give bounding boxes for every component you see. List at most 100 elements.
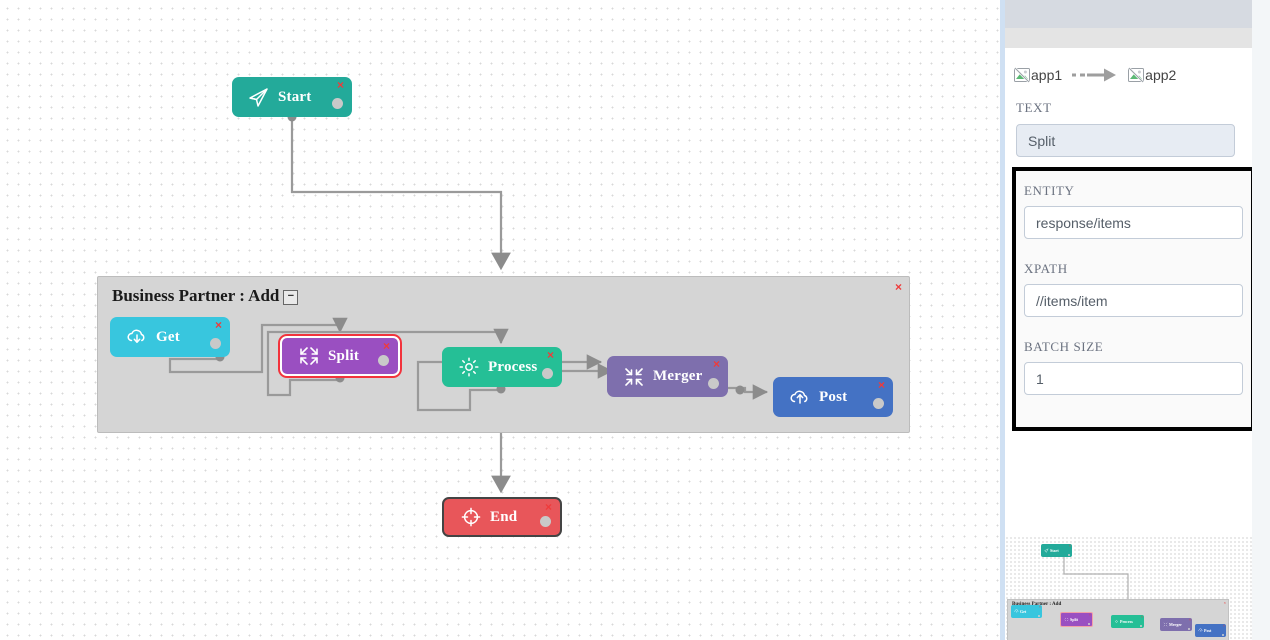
minimap-node-post: Post × [1195, 624, 1226, 637]
minimap-split-label: Split [1070, 617, 1079, 622]
xpath-field-group: XPATH //items/item [1024, 261, 1243, 317]
node-post-close-icon[interactable]: × [877, 378, 885, 392]
minimap-process-close-icon: × [1140, 614, 1143, 619]
node-end[interactable]: End × [442, 497, 562, 537]
expand-arrows-icon [296, 343, 322, 369]
node-split-output-port[interactable] [378, 355, 389, 366]
properties-fields: ENTITY response/items XPATH //items/item… [1024, 183, 1243, 395]
node-process-close-icon[interactable]: × [546, 348, 554, 362]
broken-image-icon [1128, 67, 1145, 83]
minimap-split-icon [1064, 617, 1069, 622]
apps-connection-row: app1 [1014, 58, 1244, 92]
minimap-post-icon [1198, 628, 1203, 633]
minimap-merger-port [1188, 628, 1190, 630]
node-get-output-port[interactable] [210, 338, 221, 349]
batch-size-input[interactable]: 1 [1024, 362, 1243, 395]
text-field-group: TEXT Split [1016, 100, 1235, 157]
cloud-upload-icon [787, 384, 813, 410]
node-get-label: Get [156, 328, 180, 345]
entity-field-group: ENTITY response/items [1024, 183, 1243, 239]
minimap-process-port [1140, 625, 1142, 627]
node-merger-close-icon[interactable]: × [712, 357, 720, 371]
node-post-label: Post [819, 388, 848, 405]
window-scroll-gutter[interactable] [1252, 0, 1270, 640]
app1-alt-text: app1 [1031, 67, 1063, 83]
minimap-split-port [1088, 623, 1090, 625]
minimap-merger-close-icon: × [1188, 617, 1191, 622]
gear-icon [456, 354, 482, 380]
collapse-arrows-icon [621, 364, 647, 390]
minimap-node-get: Get × [1011, 605, 1042, 618]
minimap-post-close-icon: × [1222, 623, 1225, 628]
text-field-label: TEXT [1016, 100, 1052, 115]
node-start[interactable]: Start × [232, 77, 352, 117]
minimap-start-close-icon: × [1068, 543, 1071, 548]
node-end-label: End [490, 508, 518, 525]
group-collapse-button[interactable]: − [283, 290, 299, 305]
node-post[interactable]: Post × [773, 377, 893, 417]
node-split-label: Split [328, 347, 360, 364]
minimap-start-port [1068, 554, 1070, 556]
canvas-panel-divider [1000, 0, 1005, 640]
paper-plane-icon [246, 84, 272, 110]
node-process[interactable]: Process × [442, 347, 562, 387]
minimap-get-port [1038, 615, 1040, 617]
entity-field-label: ENTITY [1024, 183, 1075, 198]
group-title-text: Business Partner : Add [112, 286, 280, 305]
properties-panel: app1 [1005, 0, 1252, 640]
panel-header-bar-top [1005, 0, 1252, 28]
minimap-merger-icon [1163, 622, 1168, 627]
broken-image-icon [1014, 67, 1030, 83]
node-start-output-port[interactable] [332, 98, 343, 109]
group-close-icon[interactable]: × [894, 280, 902, 294]
minimap-post-port [1222, 634, 1224, 636]
minimap-post-label: Post [1204, 628, 1212, 633]
properties-highlight-box: ENTITY response/items XPATH //items/item… [1012, 167, 1252, 431]
minimap-canvas[interactable]: Business Partner : Add × Start × [1005, 536, 1252, 640]
xpath-input[interactable]: //items/item [1024, 284, 1243, 317]
batch-size-field-label: BATCH SIZE [1024, 339, 1104, 354]
minimap-split-close-icon: × [1088, 612, 1091, 617]
minimap-get-icon [1014, 609, 1019, 614]
cloud-download-icon [124, 324, 150, 350]
node-post-output-port[interactable] [873, 398, 884, 409]
panel-content: app1 [1005, 48, 1252, 640]
app2-alt-text: app2 [1145, 67, 1177, 83]
flow-canvas[interactable]: Business Partner : Add− × [0, 0, 1000, 640]
minimap-merger-label: Merger [1169, 622, 1182, 627]
minimap-process-label: Process [1120, 619, 1133, 624]
minimap-start-icon [1044, 548, 1049, 553]
app1-broken-image: app1 [1014, 67, 1062, 83]
batch-size-field-group: BATCH SIZE 1 [1024, 339, 1243, 395]
node-split[interactable]: Split × [280, 336, 400, 376]
minimap-node-start: Start × [1041, 544, 1072, 557]
node-split-close-icon[interactable]: × [382, 339, 390, 353]
node-process-output-port[interactable] [542, 368, 553, 379]
node-merger-output-port[interactable] [708, 378, 719, 389]
node-end-close-icon[interactable]: × [544, 500, 552, 514]
dashed-arrow-right-icon [1068, 65, 1122, 85]
node-end-output-port[interactable] [540, 516, 551, 527]
node-merger-label: Merger [653, 368, 703, 384]
node-merger[interactable]: Merger × [607, 356, 728, 397]
app2-broken-image: app2 [1128, 67, 1176, 83]
minimap-get-label: Get [1020, 609, 1027, 614]
minimap-start-label: Start [1050, 548, 1059, 553]
node-get[interactable]: Get × [110, 317, 230, 357]
panel-header-bar-sub [1005, 28, 1252, 48]
minimap-process-icon [1114, 619, 1119, 624]
node-get-close-icon[interactable]: × [214, 318, 222, 332]
entity-input[interactable]: response/items [1024, 206, 1243, 239]
minimap-group-title: Business Partner : Add [1012, 602, 1062, 607]
minimap-node-split: Split × [1060, 612, 1093, 627]
text-input[interactable]: Split [1016, 124, 1235, 157]
xpath-field-label: XPATH [1024, 261, 1068, 276]
node-start-label: Start [278, 88, 312, 105]
minimap[interactable]: Business Partner : Add × Start × [1005, 488, 1252, 640]
minimap-node-process: Process × [1111, 615, 1144, 628]
node-start-close-icon[interactable]: × [336, 78, 344, 92]
minimap-group-close-icon: × [1223, 600, 1226, 605]
minimap-get-close-icon: × [1038, 604, 1041, 609]
minimap-node-merger: Merger × [1160, 618, 1192, 631]
